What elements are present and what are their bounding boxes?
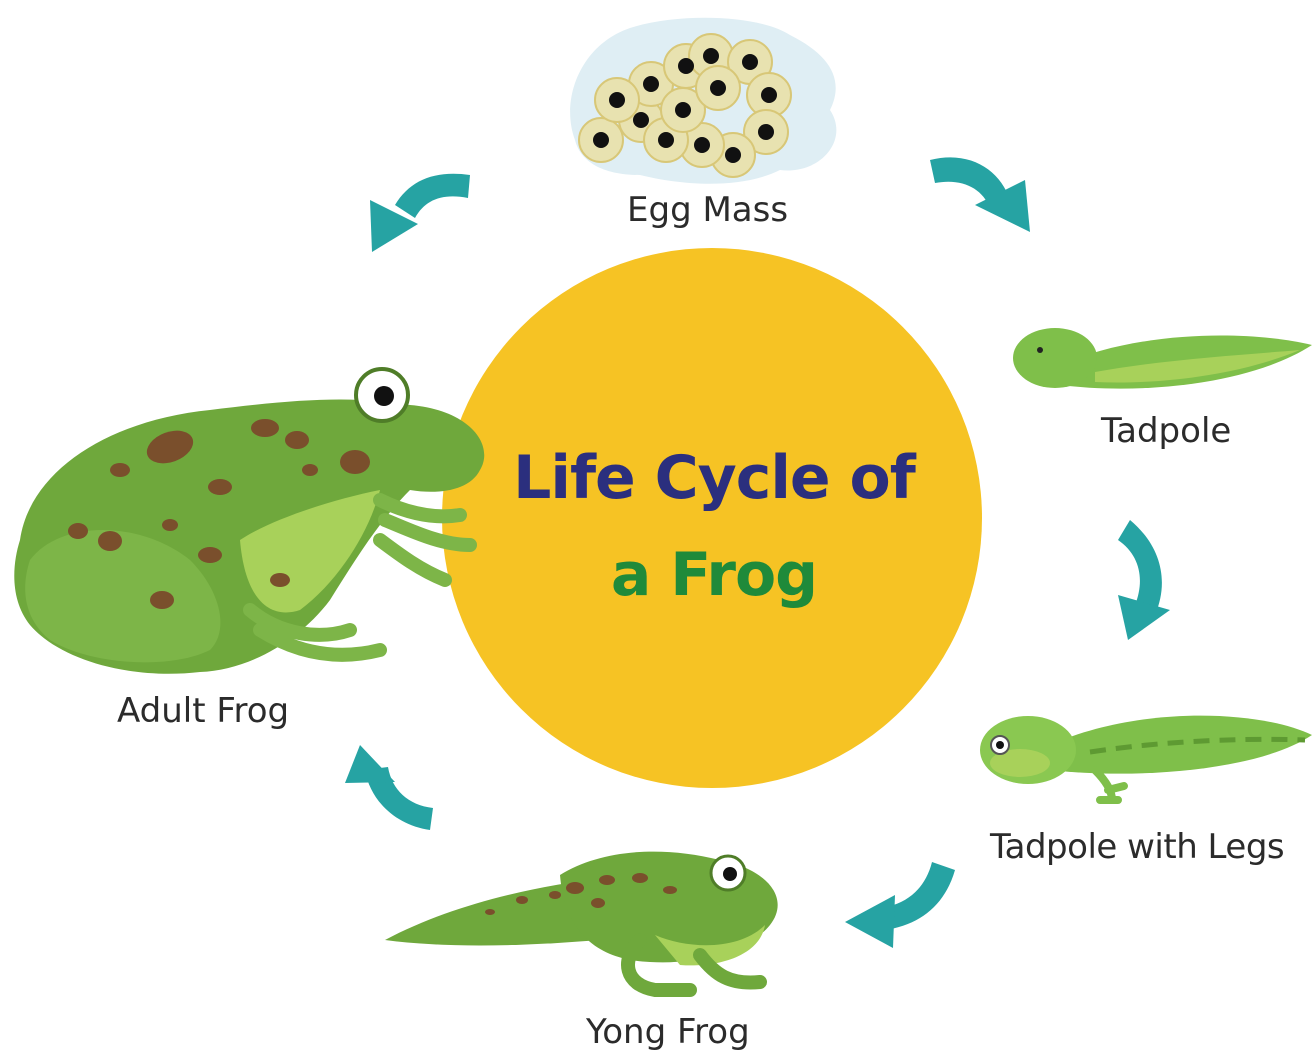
stage-label-young-frog: Yong Frog	[586, 1015, 750, 1049]
arrow-tadpole-to-legs-icon	[1118, 520, 1170, 640]
egg-mass-illustration	[570, 18, 836, 184]
tadpole-with-legs-illustration	[980, 716, 1312, 800]
title-line-1: Life Cycle of	[484, 448, 944, 508]
young-frog-illustration	[385, 852, 778, 990]
stage-label-egg-mass: Egg Mass	[627, 193, 788, 227]
tadpole-illustration	[1013, 328, 1312, 389]
center-circle	[442, 248, 982, 788]
stage-label-tadpole-with-legs: Tadpole with Legs	[990, 830, 1284, 864]
title-line-2: a Frog	[484, 545, 944, 605]
adult-frog-illustration	[14, 369, 484, 674]
arrow-egg-to-tadpole-icon	[930, 157, 1030, 232]
arrow-adult-to-egg-icon	[370, 174, 470, 252]
arrow-young-to-adult-icon	[345, 745, 433, 830]
arrow-legs-to-young-icon	[845, 862, 955, 948]
stage-label-adult-frog: Adult Frog	[117, 694, 289, 728]
stage-label-tadpole: Tadpole	[1101, 414, 1231, 448]
